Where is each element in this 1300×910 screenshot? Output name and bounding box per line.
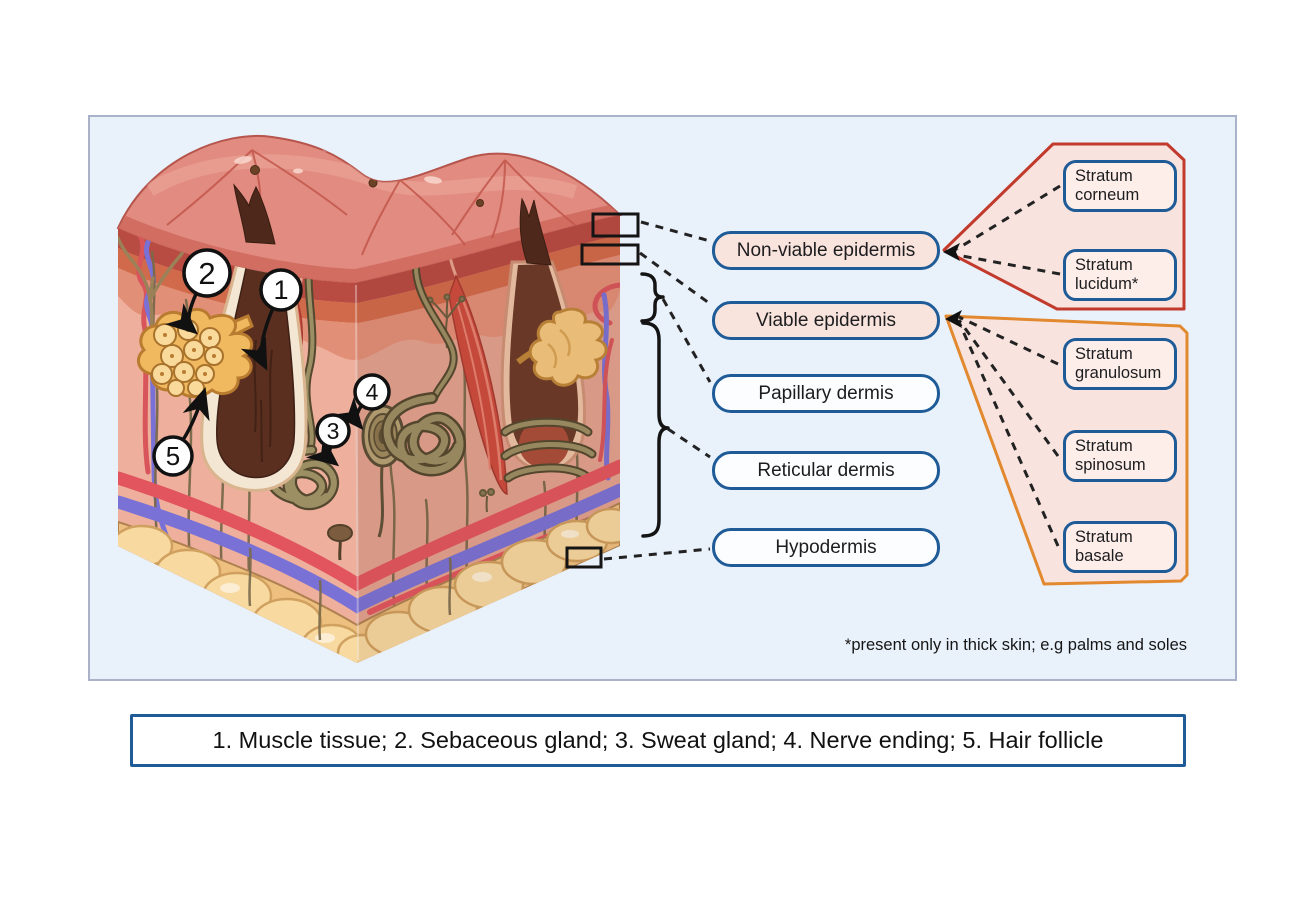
stratum-box-lucidum: Stratum lucidum* <box>1063 249 1177 301</box>
stratum-box-basale: Stratum basale <box>1063 521 1177 573</box>
stratum-box-granulosum: Stratum granulosum <box>1063 338 1177 390</box>
svg-text:3: 3 <box>327 418 340 444</box>
svg-text:4: 4 <box>366 379 379 405</box>
sample-box-hypodermis <box>565 546 603 569</box>
callout-3: 3 <box>315 413 351 449</box>
layer-label-nonviable-epidermis: Non-viable epidermis <box>712 231 940 270</box>
brace-papillary <box>640 272 665 323</box>
callout-1: 1 <box>259 268 303 312</box>
svg-text:2: 2 <box>198 256 215 291</box>
stratum-box-corneum: Stratum corneum <box>1063 160 1177 212</box>
callout-4: 4 <box>353 373 391 411</box>
stratum-box-spinosum: Stratum spinosum <box>1063 430 1177 482</box>
callout-5: 5 <box>152 435 194 477</box>
layer-label-papillary-dermis: Papillary dermis <box>712 374 940 413</box>
band-papillary <box>118 255 620 361</box>
callout-2: 2 <box>182 248 232 298</box>
footnote: *present only in thick skin; e.g palms a… <box>844 636 1187 654</box>
sweat-gland-coil-right <box>381 392 466 477</box>
layer-label-hypodermis: Hypodermis <box>712 528 940 567</box>
sample-box-viable <box>580 243 640 266</box>
capillary-vessels-right <box>592 282 620 481</box>
svg-text:1: 1 <box>273 275 288 305</box>
sebaceous-gland-right <box>516 307 608 387</box>
legend-bar: 1. Muscle tissue; 2. Sebaceous gland; 3.… <box>130 714 1186 767</box>
muscle-right <box>446 247 508 495</box>
follicle-wrap-nerves <box>500 417 597 483</box>
sebaceous-gland-left <box>136 308 254 398</box>
bulb-receptor <box>327 524 353 561</box>
brace-reticular <box>641 321 670 538</box>
svg-text:5: 5 <box>166 441 180 471</box>
sample-box-nonviable <box>591 212 640 238</box>
braces <box>640 272 670 538</box>
arrowhead-nonviable <box>943 243 960 261</box>
hair-shaft-right <box>519 197 552 266</box>
free-nerve-ending-small <box>479 488 495 513</box>
arrowhead-viable <box>945 310 962 328</box>
sample-rectangles <box>565 212 640 569</box>
callout-circles: 2 1 4 3 5 <box>152 248 391 477</box>
hair-shaft-left <box>233 183 276 245</box>
dashed-connectors <box>603 184 1061 561</box>
layer-label-viable-epidermis: Viable epidermis <box>712 301 940 340</box>
right-face-shade <box>356 215 620 663</box>
layer-label-reticular-dermis: Reticular dermis <box>712 451 940 490</box>
skin-top-surface <box>116 135 623 285</box>
